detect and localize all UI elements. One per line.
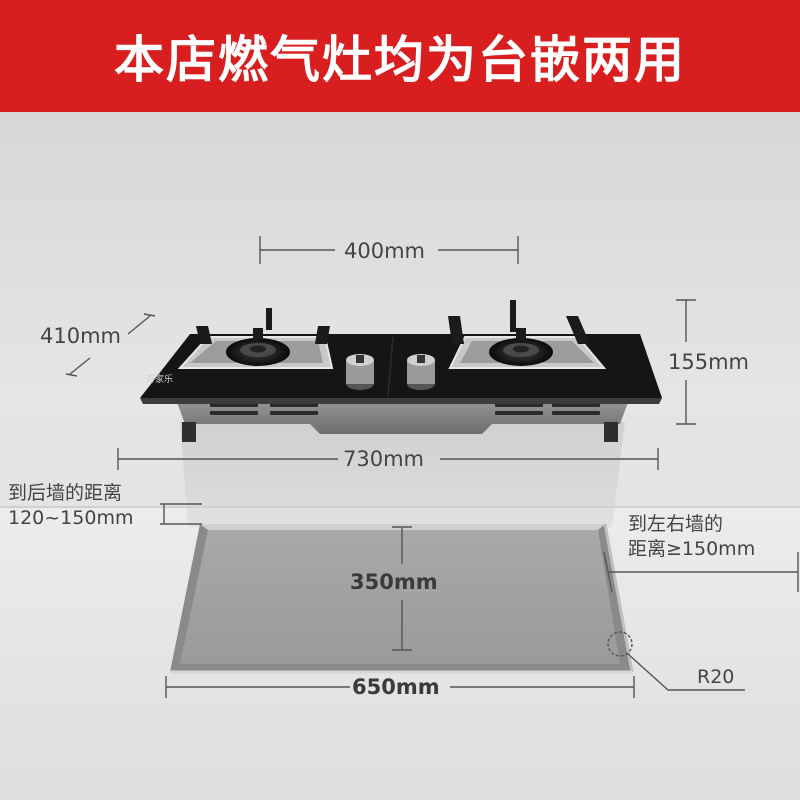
- note-rear-wall-line2: 120~150mm: [8, 506, 134, 529]
- dimension-lines: [65, 236, 799, 698]
- diagram-canvas: 万家乐: [0, 112, 800, 800]
- right-burner: [448, 300, 607, 369]
- knob-right: [407, 354, 435, 390]
- pan-support: [196, 326, 212, 344]
- dim-burner-spacing: 400mm: [344, 239, 425, 263]
- dim-height: 155mm: [668, 350, 749, 374]
- dim-cutout-depth: 350mm: [350, 570, 438, 594]
- dim-cutout-width: 650mm: [352, 675, 440, 699]
- brand-logo: 万家乐: [146, 373, 173, 385]
- header-banner: 本店燃气灶均为台嵌两用: [0, 0, 800, 112]
- stove-foot-right: [604, 422, 618, 442]
- left-burner: [177, 308, 334, 369]
- dim-corner-radius: R20: [697, 666, 735, 688]
- gas-stove: [140, 300, 662, 442]
- installation-diagram: 万家乐 400mm 410mm 155mm 730mm 到后墙的距离 120~1…: [0, 112, 800, 800]
- note-rear-wall-line1: 到后墙的距离: [8, 482, 123, 504]
- note-side-wall-line2: 距离≥150mm: [628, 537, 756, 560]
- note-rear-wall: 到后墙的距离 120~150mm: [8, 481, 133, 530]
- note-side-wall-line1: 到左右墙的: [628, 513, 724, 535]
- note-side-wall: 到左右墙的 距离≥150mm: [628, 512, 755, 561]
- projection-beam: [180, 422, 625, 527]
- stove-foot-left: [182, 422, 196, 442]
- dim-depth: 410mm: [40, 324, 121, 348]
- countertop-cutout: [170, 523, 634, 674]
- header-title: 本店燃气灶均为台嵌两用: [114, 31, 686, 89]
- pan-support: [448, 316, 464, 344]
- knob-left: [346, 354, 374, 390]
- dim-width: 730mm: [343, 447, 424, 471]
